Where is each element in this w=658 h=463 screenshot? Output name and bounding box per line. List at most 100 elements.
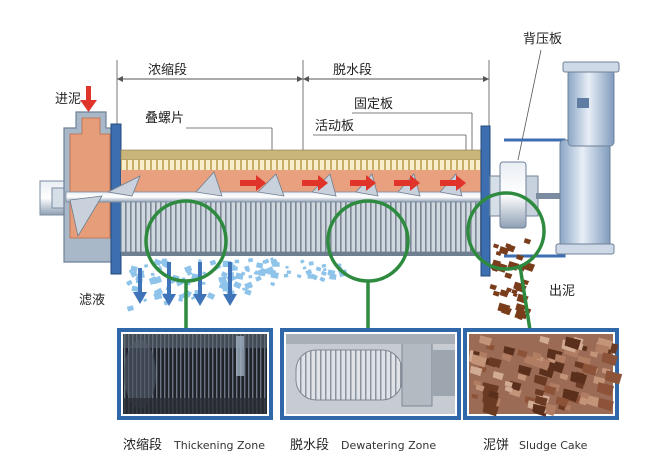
- cake-photo-chunk: [471, 393, 479, 400]
- cake-photo-chunk: [580, 391, 590, 400]
- filtrate-droplet: [186, 270, 193, 276]
- sludge-cake-piece: [523, 238, 532, 245]
- filtrate-droplet: [327, 269, 336, 277]
- cake-photo-chunk: [471, 354, 488, 368]
- filtrate-droplet: [259, 270, 267, 277]
- cake-photo-chunk: [533, 356, 551, 371]
- cake-photo-chunk: [469, 365, 483, 377]
- cake-photo-chunk: [559, 373, 569, 381]
- filtrate-droplet: [129, 269, 134, 274]
- cake-photo-chunk: [597, 397, 614, 412]
- filtrate-droplet: [310, 273, 318, 281]
- cake-photo-chunk: [517, 373, 527, 381]
- filtrate-droplet: [255, 262, 264, 269]
- filtrate-droplet: [220, 279, 229, 288]
- caption-thickening-en: Thickening Zone: [173, 439, 265, 452]
- filtrate-droplet: [285, 266, 289, 269]
- cake-photo-chunk: [555, 396, 569, 408]
- cake-photo-chunk: [533, 374, 548, 387]
- cake-photo-chunk: [539, 335, 550, 345]
- sludge-cake-piece: [492, 290, 501, 297]
- spiral-plates-label: 叠螺片: [145, 111, 184, 126]
- filtrate-droplet: [244, 265, 250, 271]
- sludge-flow-arrows: [240, 175, 466, 191]
- back-plate-label: 背压板: [523, 32, 562, 47]
- sludge-cake-piece: [512, 292, 518, 298]
- filtrate-droplet: [321, 271, 327, 276]
- filtrate-droplet: [143, 298, 148, 303]
- filtrate-droplet: [235, 272, 244, 280]
- photo-sludge-cake: [463, 328, 623, 420]
- filtrate-droplet: [244, 281, 254, 290]
- cake-photo-chunk: [503, 346, 516, 356]
- cake-photo-chunk: [585, 394, 601, 408]
- filtrate-droplet: [283, 273, 289, 278]
- sludge-cake-piece: [511, 289, 518, 295]
- cake-photo-chunk: [517, 364, 532, 377]
- cake-photo-chunk: [582, 363, 598, 376]
- filtrate-droplet: [178, 293, 185, 300]
- filtrate-droplet: [248, 275, 253, 279]
- filtrate-droplet: [299, 259, 305, 264]
- outlet-label: 出泥: [549, 284, 575, 299]
- filtrate-droplet: [308, 261, 314, 266]
- filtrate-droplet: [254, 275, 262, 282]
- cake-photo-chunk: [532, 403, 547, 416]
- cake-photo-chunk: [543, 385, 557, 396]
- sludge-cake-piece: [505, 243, 512, 249]
- fixed-plate-label: 固定板: [354, 97, 393, 112]
- cake-photo-chunk: [604, 370, 623, 385]
- sludge-cake-piece: [506, 287, 513, 293]
- cake-photo-chunk: [482, 403, 499, 417]
- filtrate-droplet: [248, 257, 254, 263]
- cake-photo-chunk: [504, 380, 513, 388]
- cake-photo-chunk: [574, 360, 585, 370]
- cake-photo-chunk: [523, 355, 537, 366]
- cake-photo-chunk: [479, 351, 488, 359]
- sludge-cake-piece: [492, 259, 502, 267]
- filtrate-droplet: [265, 266, 275, 275]
- cake-photo-chunk: [534, 388, 545, 397]
- filtrate-droplet: [270, 257, 274, 261]
- sludge-cake-piece: [501, 306, 512, 316]
- filtrate-label: 滤液: [79, 293, 105, 308]
- drive-motor: [555, 61, 620, 255]
- filtrate-droplet: [222, 277, 227, 281]
- filtrate-droplet: [242, 287, 246, 291]
- caption-dewatering-en: Dewatering Zone: [341, 439, 436, 452]
- filtrate-droplet: [206, 292, 216, 300]
- caption-thickening: 浓缩段 Thickening Zone: [123, 437, 265, 453]
- cake-photo-chunk: [554, 353, 567, 364]
- filtrate-droplet: [209, 259, 217, 266]
- thickening-zone-label: 浓缩段: [148, 62, 187, 78]
- filtrate-droplet: [270, 260, 279, 267]
- filtrate-droplet: [181, 277, 186, 281]
- filtrate-droplet: [201, 281, 206, 285]
- filtrate-droplet: [150, 272, 155, 276]
- sludge-cake-piece: [516, 254, 524, 261]
- cake-photo-chunk: [501, 353, 513, 362]
- filtrate-droplet: [126, 279, 133, 287]
- filtrate-droplet: [262, 260, 267, 264]
- callout-circles: [144, 191, 546, 331]
- filtrate-droplet: [178, 297, 183, 302]
- cake-photo-chunk: [488, 356, 502, 369]
- filtrate-droplets: [126, 257, 348, 312]
- filtrate-droplet: [198, 259, 202, 263]
- sludge-cake-piece: [489, 283, 498, 291]
- cake-photo-chunk: [488, 390, 499, 400]
- caption-sludge-cake-en: Sludge Cake: [519, 439, 588, 452]
- cake-photo-chunk: [504, 386, 513, 393]
- cake-photo-chunk: [564, 336, 581, 350]
- inlet-arrow: [80, 86, 97, 112]
- cake-photo-chunk: [479, 335, 493, 346]
- cake-photo-chunk: [517, 349, 528, 358]
- filtrate-droplet: [159, 258, 170, 267]
- photo-thickening-zone: [117, 328, 273, 420]
- sludge-cake-pieces: [489, 238, 536, 321]
- cake-photo-chunk: [595, 343, 610, 356]
- filtrate-droplet: [302, 266, 307, 270]
- inlet-label: 进泥: [55, 92, 81, 107]
- filtrate-droplet: [305, 268, 313, 276]
